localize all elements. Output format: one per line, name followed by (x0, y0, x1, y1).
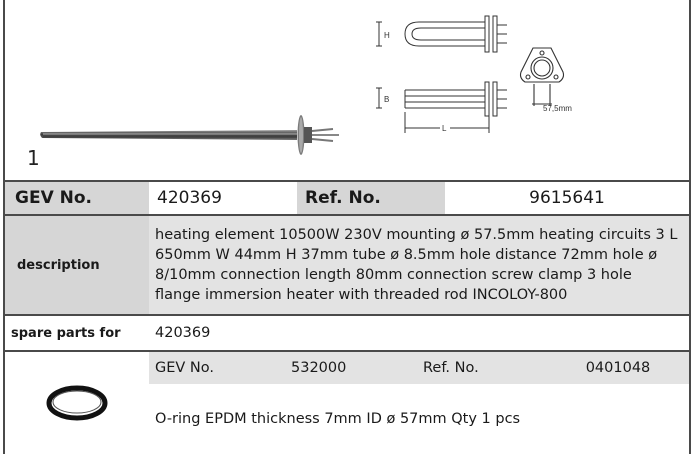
product-image-panel: H B L (3, 0, 691, 180)
dimension-drawing: H B L (376, 15, 572, 133)
gev-value: 420369 (149, 182, 297, 214)
spare-gev-label: GEV No. (155, 360, 214, 376)
spare-parts-row: spare parts for 420369 (3, 316, 691, 352)
dim-h-label: H (384, 31, 390, 40)
spare-ref-value: 0401048 (585, 360, 651, 376)
dim-b-label: B (384, 95, 389, 104)
ref-label: Ref. No. (297, 182, 445, 214)
description-label: description (5, 216, 149, 314)
spare-parts-value[interactable]: 420369 (149, 316, 689, 350)
gev-row: GEV No. 420369 Ref. No. 9615641 (3, 180, 691, 216)
description-text: heating element 10500W 230V mounting ø 5… (149, 216, 689, 314)
spare-gev-value: 532000 (291, 360, 347, 376)
spare-part-header: GEV No. 532000 Ref. No. 0401048 (149, 352, 689, 384)
o-ring-icon (46, 385, 108, 421)
spare-part-item: GEV No. 532000 Ref. No. 0401048 O-ring E… (3, 352, 691, 454)
mounting-dimension-label: 57,5mm (543, 104, 572, 113)
heating-element-photo (40, 115, 339, 155)
image-index: 1 (27, 146, 40, 170)
dim-l-label: L (442, 124, 447, 133)
spare-parts-label: spare parts for (5, 316, 149, 350)
o-ring-image (5, 352, 149, 454)
description-row: description heating element 10500W 230V … (3, 216, 691, 316)
spare-part-description: O-ring EPDM thickness 7mm ID ø 57mm Qty … (149, 384, 689, 454)
spare-ref-label: Ref. No. (423, 360, 479, 376)
ref-value: 9615641 (445, 182, 689, 214)
gev-label: GEV No. (5, 182, 149, 214)
